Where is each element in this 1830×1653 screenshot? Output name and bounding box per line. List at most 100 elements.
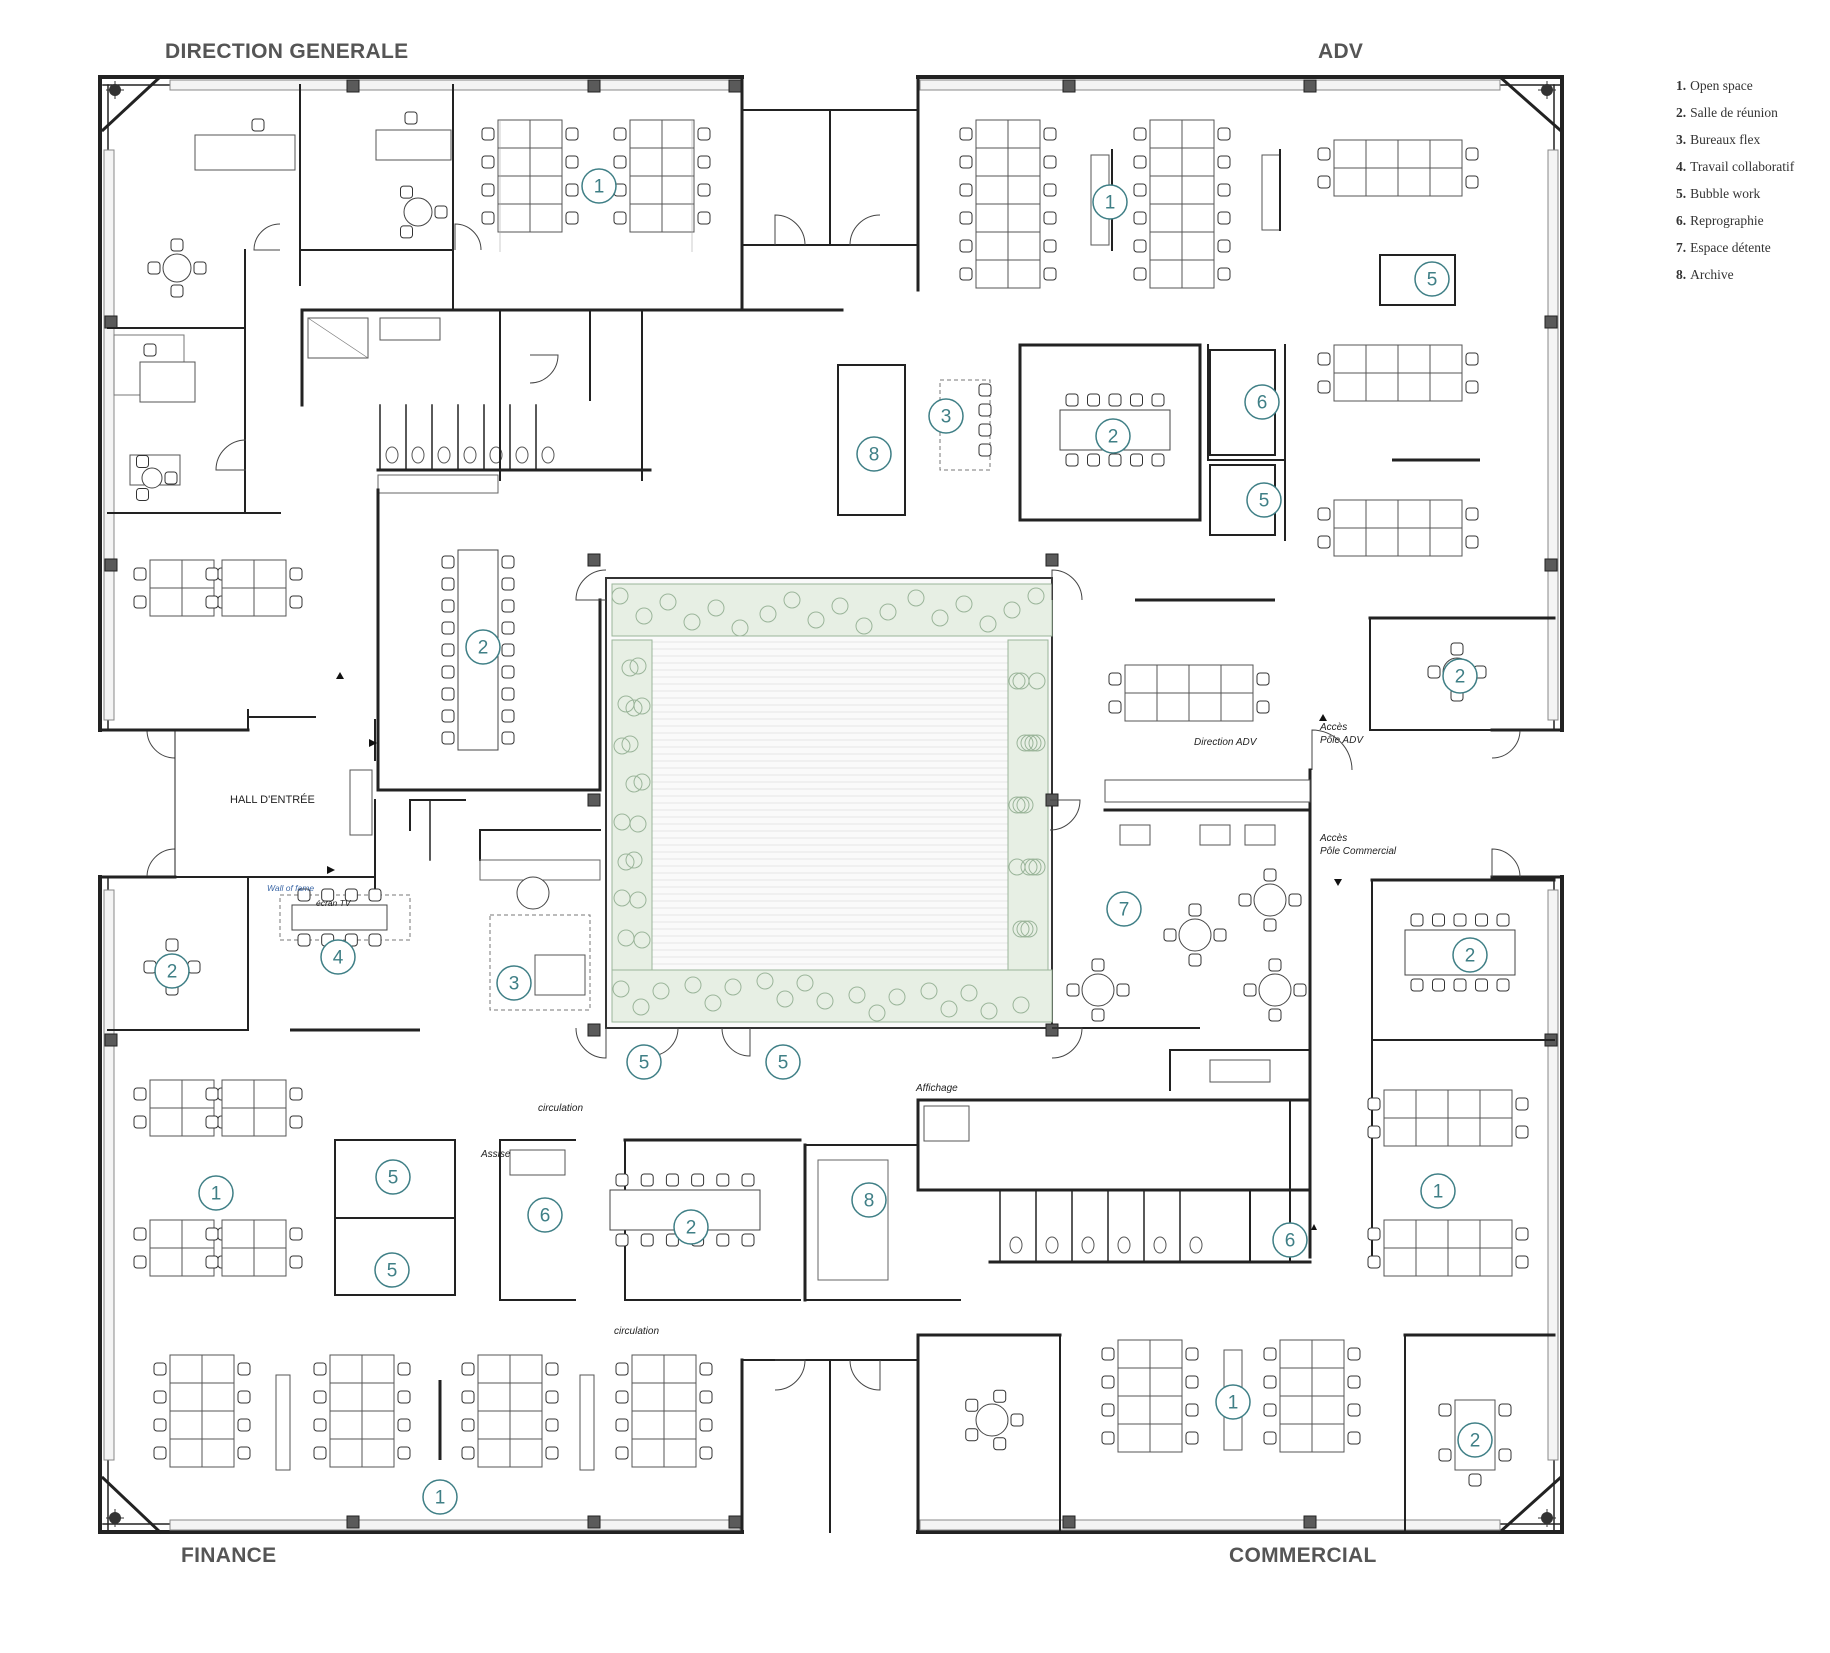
plant (613, 889, 631, 907)
room-number-badge: 1 (1215, 1384, 1251, 1420)
chair (697, 155, 711, 169)
desk (1149, 259, 1183, 289)
plant (756, 972, 774, 990)
room-number: 5 (1427, 270, 1438, 291)
desk (329, 1354, 363, 1384)
chair (1367, 1125, 1381, 1139)
room-number: 3 (941, 407, 952, 428)
chair (1367, 1227, 1381, 1241)
wall (100, 1475, 163, 1535)
desk (509, 1382, 543, 1412)
chair (1468, 1473, 1482, 1487)
chair (481, 183, 495, 197)
zone-title-direction-generale: DIRECTION GENERALE (165, 40, 409, 63)
chair (1438, 1403, 1452, 1417)
counter (1104, 779, 1311, 803)
door-swing (1491, 848, 1521, 878)
chair (1101, 1431, 1115, 1445)
chair (205, 567, 219, 581)
door-swing (774, 1359, 806, 1391)
desk (169, 1382, 203, 1412)
badge-circle (465, 629, 501, 665)
room-number: 2 (167, 962, 178, 983)
chair (251, 118, 265, 132)
chair (404, 111, 418, 125)
chair (545, 1390, 559, 1404)
structural-column (728, 1515, 742, 1529)
room-number: 2 (1108, 427, 1119, 448)
toilet (1153, 1236, 1167, 1254)
legend: 1.Open space 2.Salle de réunion 3.Bureau… (1676, 72, 1794, 288)
chair (1043, 183, 1057, 197)
desk (1007, 203, 1041, 233)
badge-circle (928, 398, 964, 434)
chair (441, 621, 455, 635)
right-arrow-icon (327, 866, 335, 874)
chair (1217, 155, 1231, 169)
chair (1133, 155, 1147, 169)
desk (1188, 664, 1222, 694)
counter (377, 474, 499, 494)
badge-circle (1106, 891, 1142, 927)
room-number: 2 (478, 638, 489, 659)
chair (170, 284, 184, 298)
door-swing (1491, 729, 1521, 759)
circulation-label: circulation (538, 1103, 583, 1114)
desk (629, 203, 663, 233)
chair (613, 127, 627, 141)
desk (1117, 1423, 1151, 1453)
chair (978, 423, 992, 437)
chair (1087, 393, 1100, 407)
acces-label: Accès (1319, 722, 1347, 733)
down-arrow-icon (1334, 879, 1342, 886)
plant (625, 699, 643, 717)
room-number: 2 (1470, 1431, 1481, 1452)
desk (1117, 1367, 1151, 1397)
chair (665, 1233, 679, 1247)
chair (691, 1173, 705, 1187)
desk (1311, 1367, 1345, 1397)
desk (629, 175, 663, 205)
badge-circle (1246, 482, 1282, 518)
chair (699, 1390, 713, 1404)
toilet (1045, 1236, 1059, 1254)
room-number-badge: 1 (422, 1479, 458, 1515)
chair (699, 1362, 713, 1376)
chair (1498, 1403, 1512, 1417)
desk (169, 1354, 203, 1384)
room-number: 2 (686, 1218, 697, 1239)
chair (501, 709, 515, 723)
desk (1415, 1089, 1449, 1119)
chair (1087, 453, 1100, 467)
chair (434, 205, 448, 219)
desk (361, 1438, 395, 1468)
desk (329, 1410, 363, 1440)
desk (1007, 175, 1041, 205)
room-number: 2 (1455, 667, 1466, 688)
desk (631, 1382, 665, 1412)
chair (441, 731, 455, 745)
door-swing (529, 354, 559, 384)
badge-circle (1215, 1384, 1251, 1420)
desk (1149, 231, 1183, 261)
acces-label: Accès (1319, 833, 1347, 844)
pole-adv-label: Pôle ADV (1320, 735, 1364, 746)
door-swing (575, 1027, 607, 1059)
chair (1256, 700, 1270, 714)
desk (1220, 692, 1254, 722)
chair (136, 487, 149, 501)
plant (848, 986, 866, 1004)
desk (477, 1410, 511, 1440)
chair (1515, 1227, 1529, 1241)
desk (975, 119, 1009, 149)
room-number: 5 (639, 1053, 650, 1074)
direction-adv-label: Direction ADV (1194, 737, 1258, 748)
badge-circle (1452, 937, 1488, 973)
room-number-badge: 6 (1272, 1222, 1308, 1258)
plant (931, 609, 949, 627)
chair (397, 1390, 411, 1404)
chair (615, 1233, 629, 1247)
desk (1365, 499, 1399, 529)
legend-item-reprographie: 6.Reprographie (1676, 213, 1764, 228)
room-number-badge: 2 (465, 629, 501, 665)
